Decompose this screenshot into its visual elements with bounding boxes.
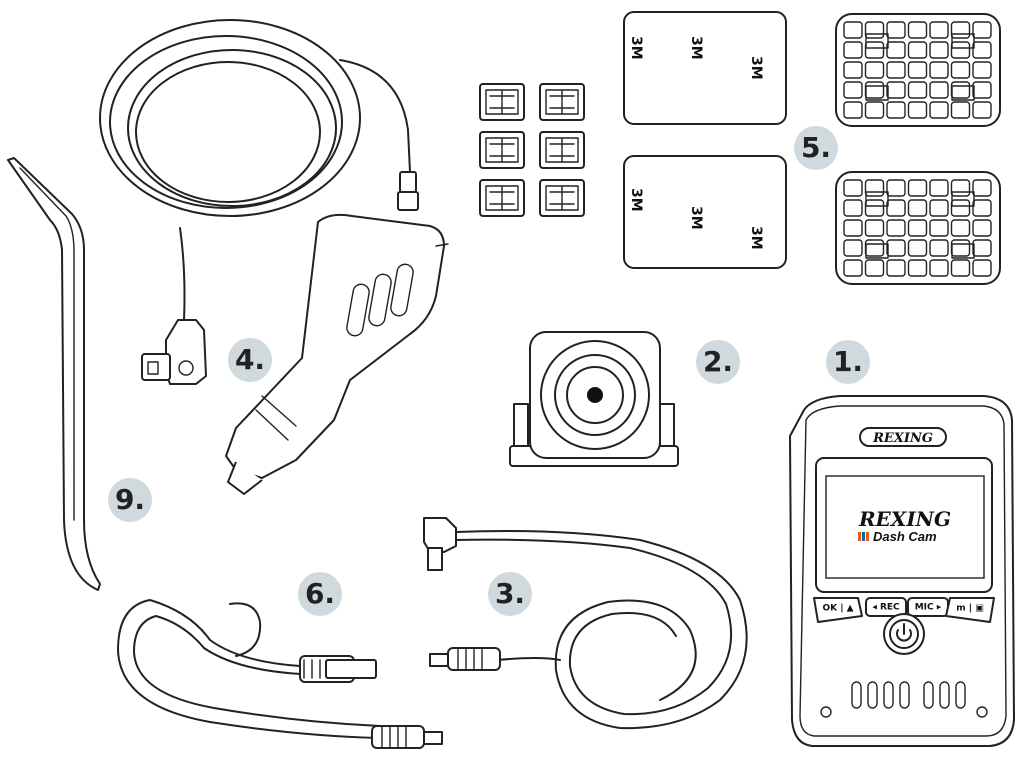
rear-camera: [509, 331, 679, 467]
svg-text:3M: 3M: [628, 36, 644, 60]
badge-4: 4.: [228, 338, 272, 382]
svg-text:1.: 1.: [833, 345, 863, 378]
svg-text:4.: 4.: [235, 343, 265, 376]
car-charger: [99, 19, 449, 495]
svg-text:6.: 6.: [305, 577, 335, 610]
grid-mount-top: [835, 13, 1001, 127]
adhesive-pad-bottom: 3M 3M 3M: [623, 155, 787, 269]
menu-button: m | ▣: [956, 604, 983, 614]
badge-5: 5.: [794, 126, 838, 170]
svg-text:2.: 2.: [703, 345, 733, 378]
svg-text:5.: 5.: [801, 131, 831, 164]
badge-1: 1.: [826, 340, 870, 384]
screen-brand: REXING: [858, 507, 951, 531]
badge-6: 6.: [298, 572, 342, 616]
svg-text:3.: 3.: [495, 577, 525, 610]
badge-3: 3.: [488, 572, 532, 616]
dash-cam: REXING REXING Dash Cam OK | ▲ ◂ REC MIC …: [789, 395, 1015, 747]
pry-tool: [7, 157, 101, 591]
rec-button: ◂ REC: [872, 603, 900, 613]
badge-2: 2.: [696, 340, 740, 384]
svg-text:9.: 9.: [115, 483, 145, 516]
bezel-logo: REXING: [872, 431, 933, 446]
speaker-vents: [851, 681, 966, 709]
svg-text:3M: 3M: [748, 56, 764, 80]
svg-text:3M: 3M: [688, 206, 704, 230]
ok-button: OK | ▲: [822, 604, 853, 614]
mic-button: MIC ▸: [915, 603, 942, 613]
adhesive-pad-top: 3M 3M 3M: [623, 11, 787, 125]
rear-camera-cable: [423, 517, 748, 730]
svg-text:3M: 3M: [748, 226, 764, 250]
svg-text:3M: 3M: [628, 188, 644, 212]
usb-cable: [117, 599, 443, 749]
power-icon: [896, 623, 912, 642]
screen-subtitle: Dash Cam: [873, 529, 937, 544]
grid-mount-bottom: [835, 171, 1001, 285]
cable-clips: [479, 83, 585, 217]
badge-9: 9.: [108, 478, 152, 522]
svg-text:3M: 3M: [688, 36, 704, 60]
